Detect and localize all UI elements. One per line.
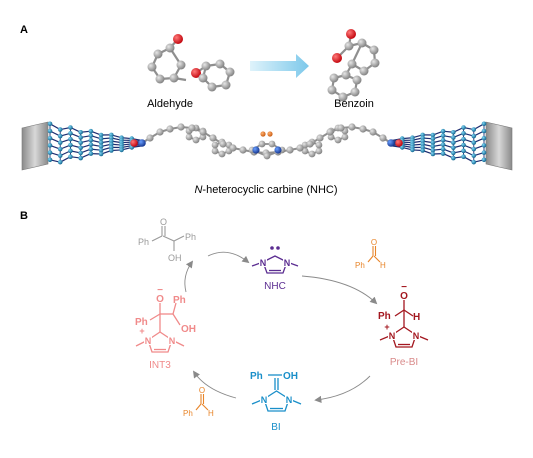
- panel-a-label: A: [20, 24, 28, 36]
- aldehyde-top-ph: Ph: [355, 261, 365, 270]
- int3-n-left: N: [145, 336, 152, 346]
- int3-oh: OH: [181, 324, 196, 335]
- benzoin-oh: OH: [168, 253, 182, 263]
- cycle-arrows: [184, 251, 378, 403]
- nhc-label: NHC: [264, 281, 286, 292]
- int3-plus: +: [139, 326, 144, 336]
- aldehyde-bottom-h: H: [208, 409, 214, 418]
- benzoin-ph-right: Ph: [185, 232, 196, 242]
- int3-ph-top: Ph: [173, 295, 186, 306]
- benzoin-ph-left: Ph: [138, 237, 149, 247]
- benzoin-label: Benzoin: [334, 98, 374, 110]
- benzoin-product-structure: [151, 226, 185, 251]
- aldehyde-top-h: H: [380, 261, 386, 270]
- bi-n-right: N: [286, 395, 293, 405]
- benzoin-molecule: [327, 29, 380, 102]
- aldehyde-top-o: O: [371, 238, 377, 247]
- left-electrode: [21, 121, 49, 171]
- pre-bi-minus: −: [401, 282, 407, 293]
- pre-bi-o: O: [400, 291, 408, 302]
- pre-bi-ph: Ph: [378, 311, 391, 322]
- aldehyde-bottom-o: O: [199, 386, 205, 395]
- reaction-arrow: [250, 54, 309, 78]
- aldehyde-bottom-ph: Ph: [183, 409, 193, 418]
- aldehyde-molecule: [147, 34, 235, 92]
- int3-n-right: N: [169, 336, 176, 346]
- int3-minus: −: [157, 285, 163, 296]
- aldehyde-bottom-structure: [195, 394, 209, 411]
- nhc-lone-pair-dot: [270, 246, 274, 250]
- aldehyde-top-structure: [367, 246, 381, 263]
- pre-bi-n-right: N: [413, 331, 420, 341]
- int3-o: O: [156, 294, 164, 305]
- bi-label: BI: [271, 422, 280, 433]
- pre-bi-n-left: N: [389, 331, 396, 341]
- panel-b-label: B: [20, 210, 28, 222]
- nhc-caption: N-heterocyclic carbine (NHC): [194, 184, 337, 196]
- int3-ph-left: Ph: [135, 317, 148, 328]
- bi-oh: OH: [283, 371, 298, 382]
- pre-bi-plus: +: [384, 322, 389, 332]
- pre-bi-label: Pre-BI: [390, 357, 418, 368]
- nhc-n-left: N: [260, 258, 267, 268]
- bi-ph: Ph: [250, 371, 263, 382]
- pre-bi-h: H: [413, 312, 420, 323]
- int3-label: INT3: [149, 360, 171, 371]
- nhc-lone-pair-dot: [276, 246, 280, 250]
- benzoin-o: O: [160, 217, 167, 227]
- bi-n-left: N: [261, 395, 268, 405]
- molecular-wire: [130, 123, 403, 160]
- right-graphene-contact: [391, 121, 487, 165]
- aldehyde-label: Aldehyde: [147, 98, 193, 110]
- right-electrode: [485, 121, 513, 171]
- left-graphene-contact: [47, 121, 143, 165]
- nhc-n-right: N: [284, 258, 291, 268]
